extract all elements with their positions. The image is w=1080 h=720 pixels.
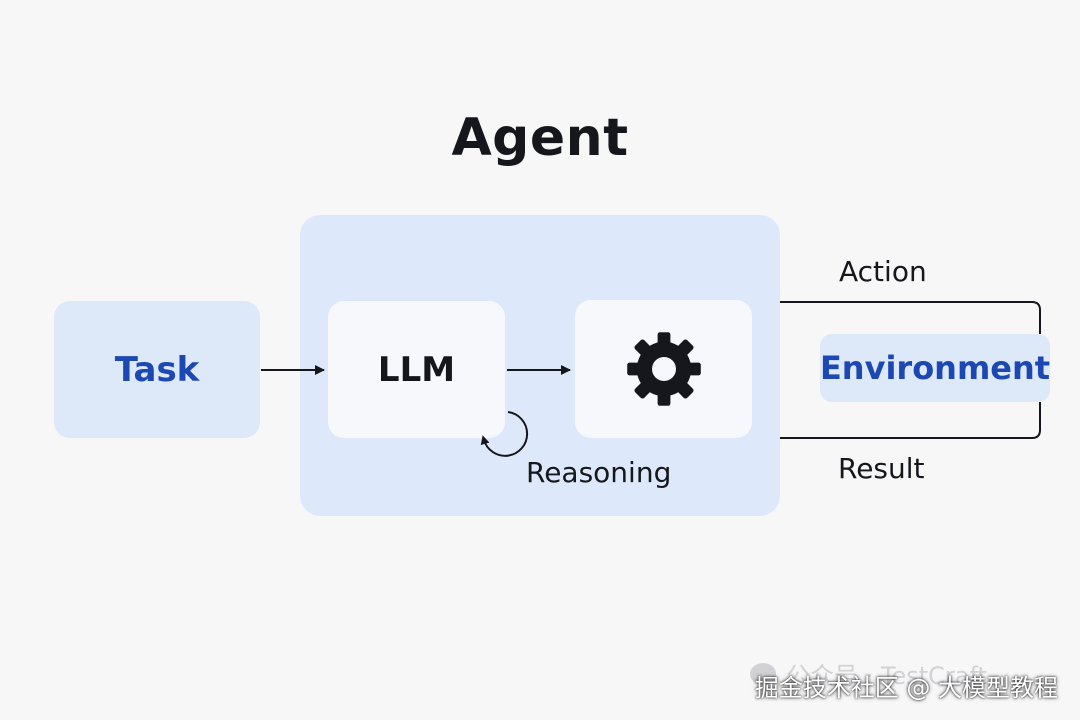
llm-label: LLM — [377, 349, 456, 390]
watermark: 掘金技术社区 @ 大模型教程 — [754, 674, 1058, 702]
result-connector — [780, 402, 1041, 439]
action-connector — [780, 301, 1041, 334]
reasoning-loop-arrow — [480, 411, 529, 457]
action-label: Action — [839, 255, 927, 288]
llm-node: LLM — [328, 301, 505, 438]
tool-node — [575, 300, 752, 438]
gear-icon — [626, 332, 701, 406]
task-node: Task — [54, 301, 260, 438]
result-label: Result — [838, 452, 925, 485]
reasoning-label: Reasoning — [526, 456, 672, 489]
faint-watermark: 公众号 · TestCraft — [750, 656, 987, 691]
environment-node: Environment — [820, 334, 1050, 402]
faint-watermark-text: 公众号 · TestCraft — [786, 662, 987, 690]
diagram-title: Agent — [451, 108, 629, 168]
task-label: Task — [114, 349, 200, 390]
environment-label: Environment — [819, 349, 1051, 387]
wechat-icon — [750, 662, 776, 685]
